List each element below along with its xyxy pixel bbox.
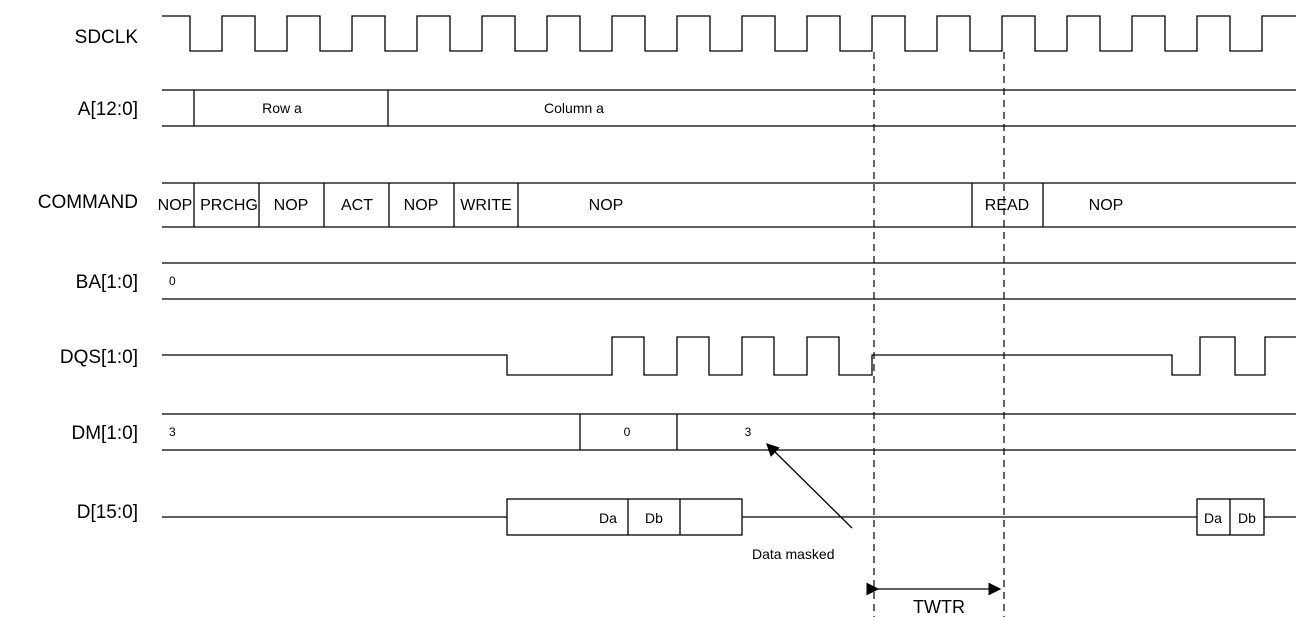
label-dm: DM[1:0] [71, 423, 138, 444]
command-nop-2: NOP [274, 197, 309, 214]
label-dqs: DQS[1:0] [60, 347, 138, 368]
dm-value-3: 3 [745, 425, 752, 439]
command-act: ACT [341, 197, 373, 214]
data-write-db: Db [645, 510, 663, 526]
dqs-waveform [162, 336, 1296, 376]
addr-value-column: Column a [544, 100, 604, 116]
dm-value-2: 0 [624, 425, 631, 439]
label-command: COMMAND [38, 192, 138, 213]
label-sdclk: SDCLK [75, 27, 139, 48]
addr-bus [162, 89, 1296, 127]
command-write: WRITE [460, 197, 512, 214]
dm-bus [162, 413, 1296, 451]
addr-value-row: Row a [262, 100, 302, 116]
command-nop-3: NOP [404, 197, 439, 214]
ba-value: 0 [169, 274, 176, 288]
label-addr: A[12:0] [78, 99, 138, 120]
twtr-label: TWTR [913, 597, 965, 617]
command-prchg: PRCHG [200, 197, 258, 214]
data-read-da: Da [1204, 510, 1222, 526]
data-write-da: Da [599, 510, 617, 526]
label-ba: BA[1:0] [76, 272, 138, 293]
masked-note: Data masked [752, 546, 834, 562]
label-data: D[15:0] [77, 502, 138, 523]
command-bus [162, 182, 1296, 228]
command-read: READ [985, 197, 1029, 214]
command-nop-5: NOP [1089, 197, 1124, 214]
dm-value-1: 3 [169, 425, 176, 439]
command-nop-4: NOP [589, 197, 624, 214]
command-nop-1: NOP [158, 197, 193, 214]
data-bus [162, 498, 1296, 536]
sdclk-waveform [162, 15, 1296, 52]
masked-arrow [766, 443, 853, 529]
ba-bus [162, 262, 1296, 300]
data-read-db: Db [1238, 510, 1256, 526]
